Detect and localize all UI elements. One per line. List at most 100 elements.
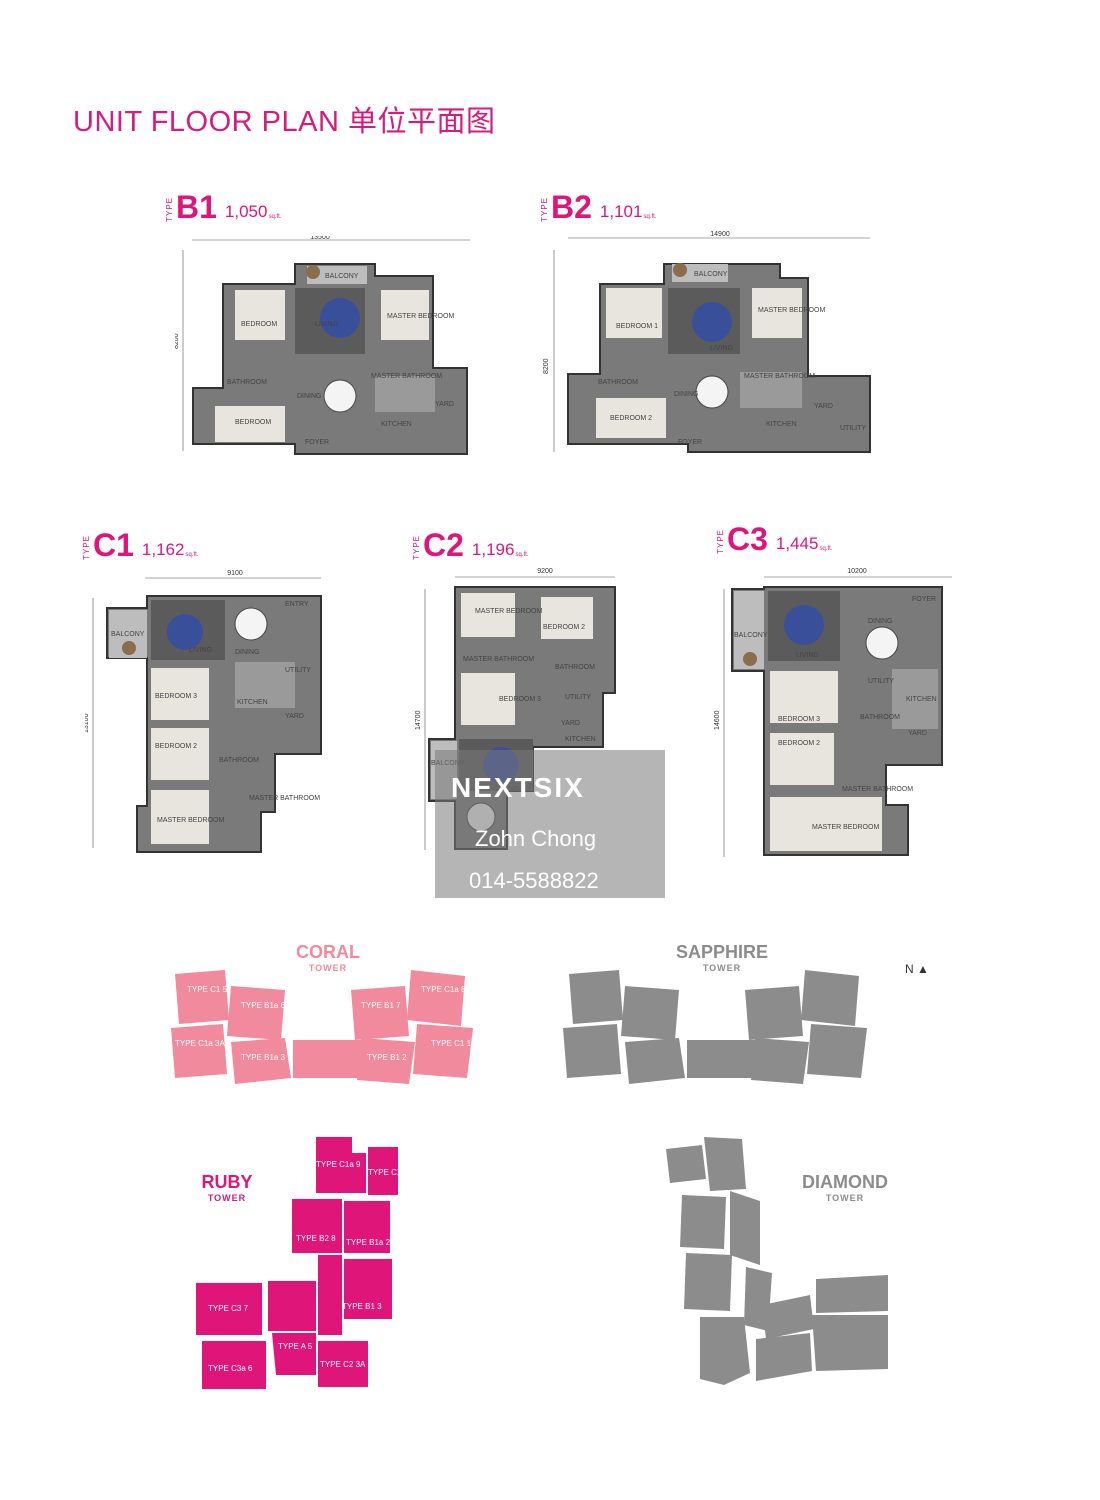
room-label-master-bedroom: MASTER BEDROOM bbox=[758, 307, 825, 314]
room-label-bedroom-2: BEDROOM 2 bbox=[543, 624, 585, 631]
room-label-balcony: BALCONY bbox=[734, 632, 768, 639]
room-label-bathroom: BATHROOM bbox=[219, 757, 259, 764]
room-label-bathroom: BATHROOM bbox=[227, 379, 267, 386]
ruby-unit-label: TYPE B1 3 bbox=[342, 1302, 382, 1311]
room-label-dining: DINING bbox=[297, 393, 322, 400]
room-label-foyer: FOYER bbox=[912, 596, 936, 603]
type-code: B1 bbox=[176, 189, 217, 225]
type-c1-header: TYPE C1 1,162 sq.ft. bbox=[82, 527, 199, 563]
north-label: N bbox=[905, 962, 914, 976]
room-label-dining: DINING bbox=[235, 649, 260, 656]
room-label-foyer: FOYER bbox=[678, 439, 702, 446]
room-label-entry: ENTRY bbox=[285, 601, 309, 608]
coral-unit-label: TYPE B1 2 bbox=[367, 1053, 407, 1062]
type-code: C1 bbox=[93, 527, 134, 563]
room-label-bedroom-2: BEDROOM 2 bbox=[610, 415, 652, 422]
floor-plan-c1: 9100 13100 BALCONY LIVING DINING ENTRY U… bbox=[85, 568, 325, 856]
room-label-yard: YARD bbox=[908, 730, 927, 737]
sapphire-tower-title: SAPPHIRE TOWER bbox=[660, 942, 784, 973]
room-label-balcony: BALCONY bbox=[111, 631, 145, 638]
coral-tower-title: CORAL TOWER bbox=[280, 942, 376, 973]
coral-unit-label: TYPE C1 5 bbox=[187, 985, 228, 994]
unit-size: 1,196 bbox=[471, 540, 515, 559]
type-code: C3 bbox=[727, 521, 768, 557]
coral-tower-plan: TYPE C1 5 TYPE B1a 6 TYPE B1 7 TYPE C1a … bbox=[165, 968, 495, 1088]
ruby-tower-plan: TYPE C1a 9 TYPE C1 1 TYPE B2 8 TYPE B1a … bbox=[192, 1135, 407, 1395]
room-label-master-bedroom: MASTER BEDROOM bbox=[157, 817, 224, 824]
room-label-master-bedroom: MASTER BEDROOM bbox=[475, 608, 542, 615]
coral-unit-label: TYPE C1a 3A bbox=[175, 1039, 225, 1048]
room-label-bedroom: BEDROOM bbox=[241, 321, 277, 328]
width-dimension: 13500 bbox=[310, 236, 330, 241]
room-label-living: LIVING bbox=[710, 345, 733, 352]
type-c3-header: TYPE C3 1,445 sq.ft. bbox=[716, 521, 833, 557]
ruby-unit-label: TYPE C1a 9 bbox=[316, 1160, 361, 1169]
room-label-living: LIVING bbox=[796, 652, 819, 659]
tower-name: RUBY bbox=[201, 1172, 253, 1192]
area-unit: sq.ft. bbox=[185, 552, 199, 558]
sapphire-tower-plan bbox=[555, 968, 885, 1088]
ruby-unit-label: TYPE C3 7 bbox=[208, 1304, 249, 1313]
unit-size: 1,162 bbox=[141, 540, 185, 559]
room-label-balcony: BALCONY bbox=[694, 271, 728, 278]
type-b2-header: TYPE B2 1,101 sq.ft. bbox=[540, 191, 657, 223]
room-label-bedroom-3: BEDROOM 3 bbox=[499, 696, 541, 703]
room-label-master-bathroom: MASTER BATHROOM bbox=[842, 786, 913, 793]
height-dimension: 13100 bbox=[85, 713, 90, 733]
watermark-agent-name: Zohn Chong bbox=[475, 826, 597, 851]
north-arrow-icon: ▲ bbox=[917, 962, 929, 976]
tower-name: CORAL bbox=[296, 942, 360, 962]
room-label-yard: YARD bbox=[814, 403, 833, 410]
room-label-bedroom-2: BEDROOM bbox=[235, 419, 271, 426]
type-word: TYPE bbox=[540, 197, 549, 222]
type-code: C2 bbox=[423, 527, 464, 563]
width-dimension: 9100 bbox=[227, 570, 243, 577]
ruby-unit-label: TYPE C2 3A bbox=[320, 1360, 366, 1369]
room-label-bedroom-3: BEDROOM 3 bbox=[778, 716, 820, 723]
width-dimension: 14900 bbox=[710, 231, 730, 238]
room-label-yard: YARD bbox=[561, 720, 580, 727]
ruby-tower-title: RUBY TOWER bbox=[192, 1172, 262, 1203]
tower-sub: TOWER bbox=[825, 1193, 865, 1203]
coral-unit-label: TYPE C1a 8 bbox=[421, 985, 466, 994]
room-label-kitchen: KITCHEN bbox=[381, 421, 412, 428]
room-label-master-bathroom: MASTER BATHROOM bbox=[463, 656, 534, 663]
ruby-unit-label: TYPE B2 8 bbox=[296, 1234, 336, 1243]
type-word: TYPE bbox=[165, 197, 174, 222]
room-label-master-bathroom: MASTER BATHROOM bbox=[744, 373, 815, 380]
coral-unit-label: TYPE C1 1 bbox=[431, 1039, 472, 1048]
type-word: TYPE bbox=[412, 535, 421, 560]
width-dimension: 10200 bbox=[847, 568, 867, 575]
floor-plan-c3: 10200 14600 FOYER DINING BALCONY LIVING … bbox=[712, 565, 957, 860]
room-label-kitchen: KITCHEN bbox=[565, 736, 596, 743]
north-indicator: N ▲ bbox=[905, 962, 929, 976]
room-label-master-bathroom: MASTER BATHROOM bbox=[249, 795, 320, 802]
tower-sub: TOWER bbox=[308, 963, 348, 973]
tower-sub: TOWER bbox=[702, 963, 742, 973]
unit-size: 1,050 bbox=[224, 202, 268, 221]
tower-name: DIAMOND bbox=[802, 1172, 888, 1192]
area-unit: sq.ft. bbox=[515, 552, 529, 558]
room-label-utility: UTILITY bbox=[868, 678, 894, 685]
ruby-unit-label: TYPE A 5 bbox=[278, 1342, 313, 1351]
room-label-bedroom-2: BEDROOM 2 bbox=[155, 743, 197, 750]
type-word: TYPE bbox=[82, 535, 91, 560]
diamond-tower-title: DIAMOND TOWER bbox=[790, 1172, 900, 1203]
room-label-kitchen: KITCHEN bbox=[906, 696, 937, 703]
room-label-living: LIVING bbox=[315, 321, 338, 328]
height-dimension: 8200 bbox=[175, 333, 180, 349]
room-label-kitchen: KITCHEN bbox=[237, 699, 268, 706]
room-label-dining: DINING bbox=[868, 618, 893, 625]
room-label-utility: UTILITY bbox=[285, 667, 311, 674]
unit-size: 1,101 bbox=[599, 202, 643, 221]
area-unit: sq.ft. bbox=[643, 214, 657, 220]
room-label-bedroom-1: BEDROOM 1 bbox=[616, 323, 658, 330]
floor-plan-b2: 14900 8200 BALCONY BEDROOM 1 LIVING MAST… bbox=[540, 230, 875, 456]
coral-unit-label: TYPE B1 7 bbox=[361, 1001, 401, 1010]
coral-unit-label: TYPE B1a 3 bbox=[241, 1053, 286, 1062]
height-dimension: 14600 bbox=[714, 710, 721, 730]
tower-name: SAPPHIRE bbox=[675, 942, 769, 962]
type-word: TYPE bbox=[716, 529, 725, 554]
area-unit: sq.ft. bbox=[819, 546, 833, 552]
floor-plan-b1: 13500 8200 BALCONY BEDROOM LIVING MASTER… bbox=[175, 236, 475, 458]
